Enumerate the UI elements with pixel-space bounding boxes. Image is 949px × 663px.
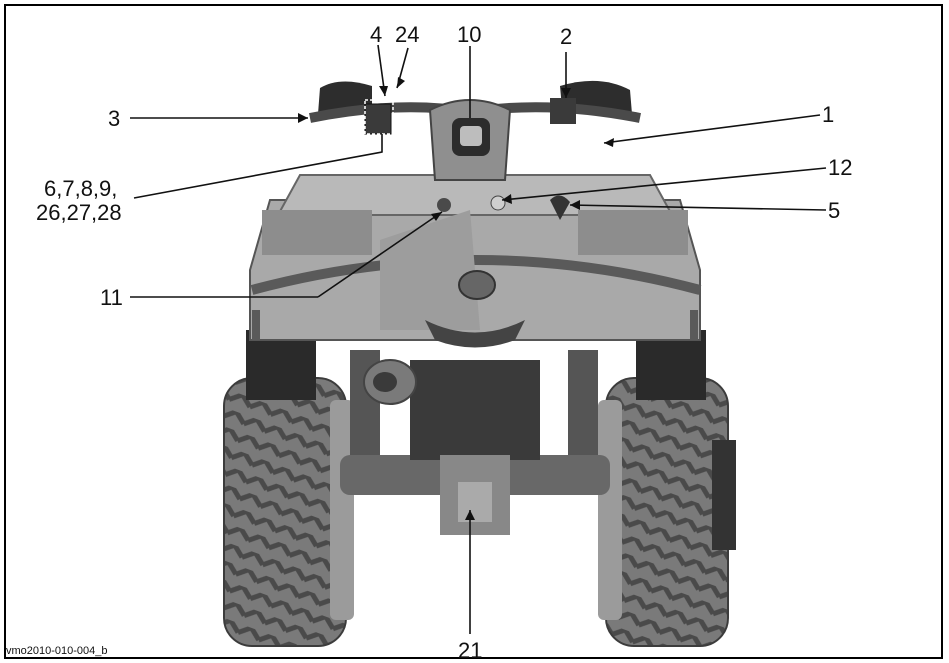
rear-body: [249, 174, 702, 348]
callout-6-9-line2: 26,27,28: [36, 200, 122, 225]
callout-5: 5: [828, 198, 840, 223]
leader-6-9: [133, 134, 383, 199]
leader-lines: [130, 44, 827, 634]
left-mud-flap: [246, 330, 316, 400]
callout-6-9-line1: 6,7,8,9,: [44, 176, 117, 201]
leader-12: [501, 167, 827, 201]
handlebar-assembly: [309, 80, 641, 220]
callout-4: 4: [370, 22, 382, 47]
rear-suspension: [340, 350, 610, 535]
leader-11b: [317, 211, 443, 298]
callout-10: 10: [457, 22, 481, 47]
callout-1: 1: [822, 102, 834, 127]
leader-5: [569, 204, 827, 211]
callout-24: 24: [395, 22, 419, 47]
callout-2: 2: [560, 24, 572, 49]
figure-reference-code: vmo2010-010-004_b: [6, 645, 108, 657]
callout-11: 11: [100, 285, 123, 310]
right-rear-flap: [712, 440, 736, 550]
callout-21: 21: [458, 638, 482, 663]
left-switch-highlight-box: [364, 99, 394, 135]
left-rear-tire: [223, 377, 354, 647]
callout-12: 12: [828, 155, 852, 180]
leader-arrowheads: [298, 77, 614, 520]
right-mud-flap: [636, 330, 706, 400]
leader-1: [603, 114, 821, 144]
callout-3: 3: [108, 106, 120, 131]
figure-frame: [4, 4, 943, 659]
right-rear-tire: [598, 377, 729, 647]
